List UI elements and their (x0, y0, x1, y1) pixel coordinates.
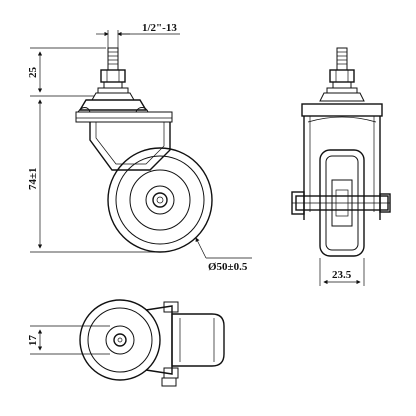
top-plate (79, 299, 161, 381)
swivel-fork (75, 99, 173, 171)
stem-height-dimension: 25 (27, 47, 106, 97)
top-wheel (171, 313, 225, 367)
threaded-stem (91, 47, 135, 101)
thread-label: 1/2"-13 (142, 22, 177, 34)
side-view: 1/2"-13 25 74±1 Ø50±0.5 (27, 22, 252, 273)
thread-dimension: 1/2"-13 (96, 22, 180, 48)
bottom-offset-label: 17 (27, 335, 39, 347)
stem-height-label: 25 (27, 67, 39, 79)
front-fork (301, 103, 383, 220)
wheel-width-label: 23.5 (332, 269, 352, 281)
front-axle (291, 191, 391, 215)
front-threaded-stem (319, 47, 365, 102)
wheel-side (107, 147, 213, 253)
wheel-diameter-dimension: Ø50±0.5 (195, 237, 252, 273)
total-height-label: 74±1 (27, 167, 39, 190)
bottom-offset-dimension: 17 (27, 325, 110, 355)
front-view: 23.5 (291, 47, 391, 286)
wheel-width-dimension: 23.5 (319, 258, 365, 286)
wheel-diameter-label: Ø50±0.5 (208, 261, 248, 273)
top-view: 17 (27, 299, 225, 387)
total-height-dimension: 74±1 (27, 99, 160, 253)
